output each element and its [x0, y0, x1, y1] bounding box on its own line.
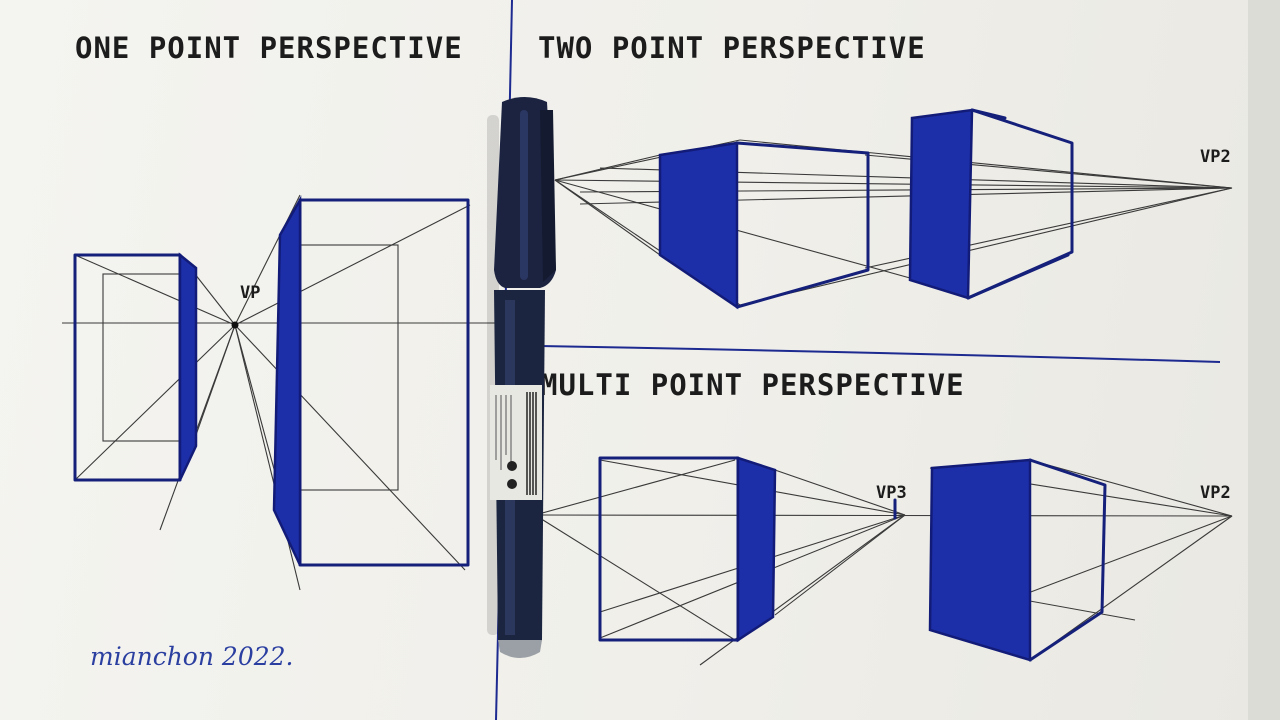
two-point-box1-side: [737, 143, 868, 307]
multi-vp2-label: VP2: [1200, 483, 1231, 503]
left-box-shaded-side: [180, 255, 196, 480]
two-point-box1-shaded: [660, 143, 737, 307]
vp-label: VP: [240, 283, 260, 303]
two-point-box2-side: [968, 110, 1072, 298]
right-box-front: [300, 200, 468, 565]
paper-edge: [1248, 0, 1280, 720]
multi-point-title: MULTI POINT PERSPECTIVE: [540, 368, 965, 402]
left-box-front: [75, 255, 180, 480]
multi-box1-shaded: [738, 458, 775, 640]
two-point-box2-shaded: [910, 110, 972, 298]
multi-box1-front: [600, 458, 738, 640]
pen-end: [498, 640, 542, 658]
vp3-label: VP3: [876, 483, 907, 503]
artist-signature: mianchon 2022.: [90, 642, 293, 671]
vanishing-point-marker: [232, 322, 239, 329]
right-box-shaded-side: [274, 200, 300, 565]
one-point-title: ONE POINT PERSPECTIVE: [75, 31, 463, 65]
two-point-title: TWO POINT PERSPECTIVE: [538, 31, 926, 65]
multi-box2-shaded: [930, 460, 1030, 660]
two-point-drawing: VP2: [555, 110, 1232, 307]
vp2-label: VP2: [1200, 147, 1231, 167]
horizontal-divider: [540, 346, 1220, 362]
multi-point-drawing: VP3 VP2: [535, 458, 1232, 665]
one-point-drawing: VP: [62, 195, 500, 590]
